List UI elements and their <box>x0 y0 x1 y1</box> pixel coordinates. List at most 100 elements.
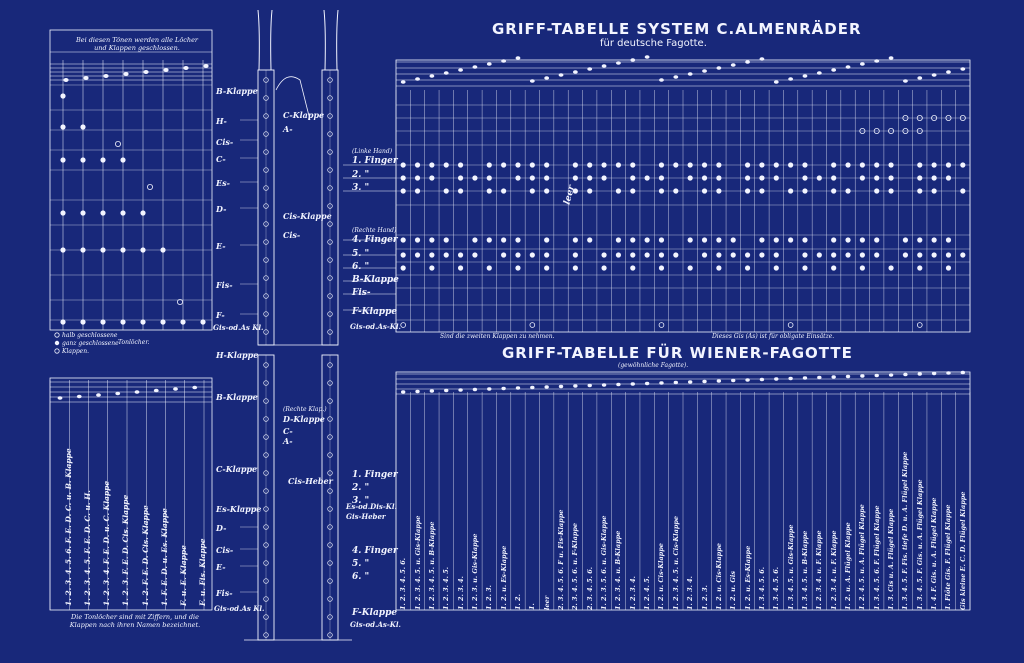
closed-hole-dot <box>788 162 794 168</box>
staff-note <box>57 396 63 400</box>
lower-right-col-25: 1. 3. 4. 5. 6. <box>757 567 766 610</box>
lower-right-col-28: 1. 3. 4. 5. u. B-Klappe <box>800 530 809 610</box>
closed-hole-dot <box>788 188 794 194</box>
closed-hole-dot <box>744 188 751 194</box>
closed-hole-dot <box>501 162 507 168</box>
closed-hole-dot <box>630 162 636 168</box>
closed-hole-dot <box>572 265 578 271</box>
upper-finger-4: 5. " <box>352 249 370 259</box>
staff-note <box>874 59 880 63</box>
lower-right-label-5: Es-od.Dis-Kl. <box>346 502 397 511</box>
staff-note <box>487 387 492 391</box>
lower-left-label-3: Es-Klappe <box>216 504 262 514</box>
closed-hole-dot <box>831 162 837 168</box>
staff-note <box>716 379 722 383</box>
lower-right-col-6: 1. 2. 3. <box>485 585 494 610</box>
lower-right-col-22: 1. 2. u. Cis-Klappe <box>714 543 723 610</box>
staff-note <box>573 384 578 388</box>
lower-right-col-7: 1. 2. u. Es-Klappe <box>499 545 508 610</box>
closed-hole-dot <box>457 162 464 168</box>
closed-hole-dot <box>544 265 550 271</box>
closed-hole-dot <box>501 252 507 258</box>
lower-right-col-11: 2. 3. 4. 5. 6. F u. Fis-Klappe <box>557 509 566 610</box>
staff-note <box>458 388 463 392</box>
closed-hole-dot <box>960 252 966 258</box>
lower-finger-6: F-Klappe <box>352 608 398 618</box>
closed-hole-dot <box>773 237 779 243</box>
closed-hole-dot <box>945 237 952 243</box>
closed-hole-dot <box>716 237 722 243</box>
closed-hole-dot <box>572 162 578 168</box>
closed-hole-dot <box>716 162 722 168</box>
lower-finger-2: 3. " <box>352 496 370 506</box>
lower-bottom-note-2: Klappen nach ihren Namen bezeichnet. <box>69 621 201 629</box>
lower-right-col-20: 1. 2. 3. 4. <box>686 576 695 610</box>
closed-hole-dot <box>457 175 464 181</box>
upper-title: GRIFF-TABELLE SYSTEM C.ALMENRÄDER <box>492 20 862 38</box>
staff-note <box>587 67 593 71</box>
closed-hole-dot <box>100 157 106 163</box>
lower-left-col-5: 1. F. E. D. u. Es. Klappe <box>159 508 169 606</box>
closed-hole-dot <box>773 265 779 271</box>
upper-finger-3: 4. Finger <box>352 235 398 245</box>
lower-right-col-37: 1. 4. F. Gis. u. A. Flügel Klappe <box>930 497 939 610</box>
closed-hole-dot <box>644 175 650 181</box>
closed-hole-dot <box>60 93 66 99</box>
closed-hole-dot <box>658 162 665 168</box>
staff-note <box>917 76 923 80</box>
closed-hole-dot <box>601 252 607 258</box>
staff-note <box>702 69 707 73</box>
closed-hole-dot <box>587 188 593 194</box>
upper-right-label-3: Cis- <box>283 230 301 240</box>
closed-hole-dot <box>544 188 550 194</box>
closed-hole-dot <box>744 162 751 168</box>
closed-hole-dot <box>888 265 894 271</box>
upper-left-label-2: Cis- <box>216 137 234 147</box>
upper-finger-5: 6. " <box>352 262 370 272</box>
closed-hole-dot <box>472 237 478 243</box>
closed-hole-dot <box>658 237 665 243</box>
closed-hole-dot <box>802 188 808 194</box>
lower-right-col-34: 1. 3. Cis u. A. Flügel Klappe <box>887 508 896 610</box>
closed-hole-dot <box>773 162 779 168</box>
open-key-dot <box>945 115 952 122</box>
staff-note <box>788 77 794 81</box>
staff-note <box>163 68 169 72</box>
staff-note <box>946 70 951 74</box>
lower-right-col-9: 1. <box>528 603 537 610</box>
closed-hole-dot <box>917 188 923 194</box>
upper-right-bell <box>323 9 339 71</box>
footnote-right: Dieses Gis (As) ist für obligate Einsätz… <box>712 333 835 340</box>
closed-hole-dot <box>414 237 421 243</box>
lower-right-col-32: 1. 2. 4. 5. u. A. Flügel Klappe <box>858 504 867 610</box>
lower-right-col-30: 1. 2. 3. 4. u. F. Klappe <box>829 530 838 611</box>
lower-right-col-5: 1. 2. 3. u. Gis-Klappe <box>470 533 479 610</box>
staff-note <box>702 379 707 384</box>
closed-hole-dot <box>888 188 894 194</box>
lower-right-col-2: 1. 2. 3. 4. 5. u. B-Klappe <box>427 521 436 610</box>
upper-left-frame <box>49 29 213 331</box>
closed-hole-dot <box>443 252 449 258</box>
closed-hole-dot <box>180 319 186 325</box>
staff-note <box>183 66 189 70</box>
closed-hole-dot <box>687 175 693 181</box>
lower-finger-7: Gis-od.As-Kl. <box>350 620 401 629</box>
closed-hole-dot <box>630 265 636 271</box>
staff-note <box>203 64 209 68</box>
closed-hole-dot <box>716 265 722 271</box>
closed-hole-dot <box>658 252 665 258</box>
closed-hole-dot <box>716 175 722 181</box>
staff-note <box>874 373 879 378</box>
staff-note <box>429 389 435 393</box>
staff-note <box>716 66 722 70</box>
closed-hole-dot <box>443 162 449 168</box>
closed-hole-dot <box>472 175 478 181</box>
closed-hole-dot <box>100 319 106 325</box>
staff-note <box>745 378 750 382</box>
staff-note <box>759 57 765 61</box>
upper-left-label-6: E- <box>216 241 226 251</box>
staff-note <box>802 376 808 380</box>
closed-hole-dot <box>831 188 837 194</box>
upper-right-label-0: C-Klappe <box>283 110 325 120</box>
